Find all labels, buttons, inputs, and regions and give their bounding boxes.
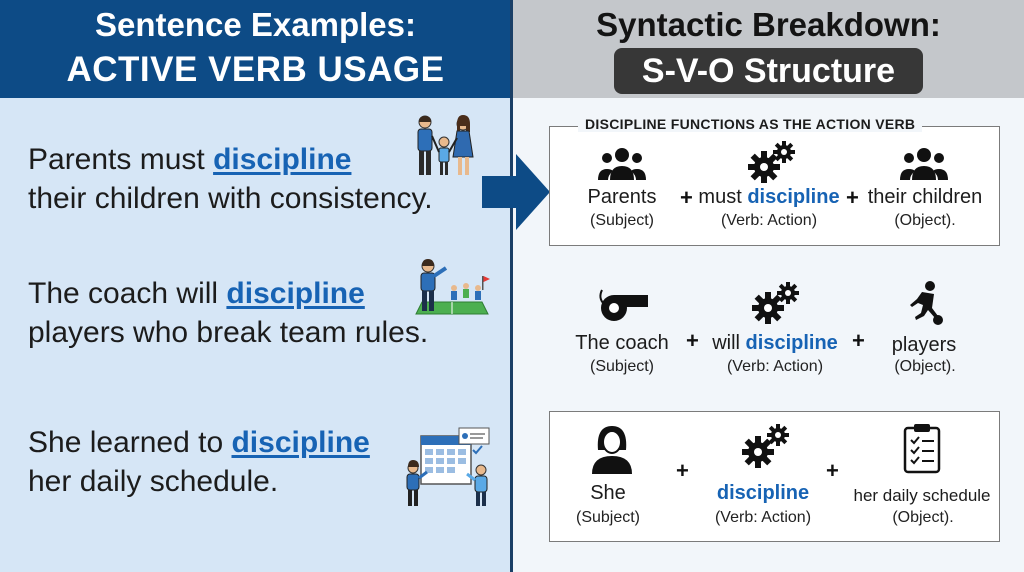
row-1-verb-role: (Verb: Action) — [720, 212, 818, 229]
panel-divider — [510, 0, 513, 572]
row-1-subject-role: (Subject) — [589, 212, 655, 229]
row-2-plus-2: + — [852, 328, 865, 353]
row-3-object: her daily schedule — [853, 486, 991, 505]
whistle-icon — [599, 289, 648, 321]
row-1-object-role: (Object). — [894, 212, 956, 229]
woman-icon — [592, 426, 632, 474]
row-2-object-role: (Object). — [894, 358, 956, 375]
sentence-2-end: players who break team rules. — [28, 316, 429, 349]
row-2-verb-role: (Verb: Action) — [726, 358, 824, 375]
sentence-3-start: She learned to — [28, 426, 232, 459]
row-2-verb-word: discipline — [745, 332, 838, 354]
row-3-plus-1: + — [676, 458, 689, 483]
sentence-3-end: her daily schedule. — [28, 465, 279, 498]
row-3-verb-word: discipline — [716, 482, 810, 504]
row-1-plus-2: + — [846, 185, 859, 210]
gears-icon — [742, 424, 789, 468]
row-2-subject-role: (Subject) — [589, 358, 655, 375]
row-2-modal: will — [712, 332, 746, 354]
breakdown-title: Syntactic Breakdown: — [596, 6, 941, 43]
row-3-verb-role: (Verb: Action) — [714, 509, 812, 526]
example-sentence-1: Parents must discipline their children w… — [28, 140, 448, 218]
row-1-verb: must discipline — [696, 186, 842, 209]
clipboard-checklist-icon — [903, 424, 941, 474]
sentence-1-start: Parents must — [28, 143, 214, 176]
row-3-verb: discipline — [700, 482, 826, 505]
row-2-object: players — [891, 334, 957, 356]
soccer-player-icon — [910, 281, 943, 325]
examples-subtitle: ACTIVE VERB USAGE — [66, 50, 445, 89]
schedule-illustration — [406, 427, 490, 506]
sentence-1-end: their children with consistency. — [28, 182, 433, 215]
row-3-object-role: (Object). — [892, 509, 954, 526]
row-1-verb-word: discipline — [747, 186, 840, 208]
svo-pill: S-V-O Structure — [614, 48, 923, 94]
group-icon — [598, 148, 646, 180]
row-3-subject-role: (Subject) — [575, 509, 641, 526]
coach-illustration — [415, 259, 490, 315]
examples-header: Sentence Examples: ACTIVE VERB USAGE — [0, 0, 511, 98]
right-arrow-icon — [482, 154, 550, 230]
sentence-2-verb: discipline — [226, 277, 365, 310]
row-2-verb: will discipline — [704, 332, 846, 355]
example-sentence-3: She learned to discipline her daily sche… — [28, 423, 448, 501]
sentence-3-verb: discipline — [231, 426, 370, 459]
examples-title: Sentence Examples: — [95, 6, 416, 43]
row-3-plus-2: + — [826, 458, 839, 483]
breakdown-header: Syntactic Breakdown: S-V-O Structure — [513, 0, 1024, 98]
row-2-plus-1: + — [686, 328, 699, 353]
breakdown-box-1 — [549, 126, 1000, 246]
row-3-subject: She — [590, 482, 626, 504]
sentence-2-start: The coach will — [28, 277, 227, 310]
row-2-subject: The coach — [575, 332, 669, 354]
breakdown-box-title: DISCIPLINE FUNCTIONS AS THE ACTION VERB — [578, 116, 923, 132]
row-1-subject: Parents — [587, 186, 657, 208]
examples-panel: Sentence Examples: ACTIVE VERB USAGE Par… — [0, 0, 511, 572]
row-1-modal: must — [698, 186, 748, 208]
family-illustration — [417, 115, 474, 175]
group-icon — [900, 148, 948, 180]
sentence-1-verb: discipline — [213, 143, 352, 176]
row-1-object: their children — [867, 186, 983, 208]
example-sentence-2: The coach will discipline players who br… — [28, 274, 448, 352]
gears-icon — [752, 282, 799, 324]
gears-icon — [748, 141, 795, 183]
row-1-plus-1: + — [680, 185, 693, 210]
